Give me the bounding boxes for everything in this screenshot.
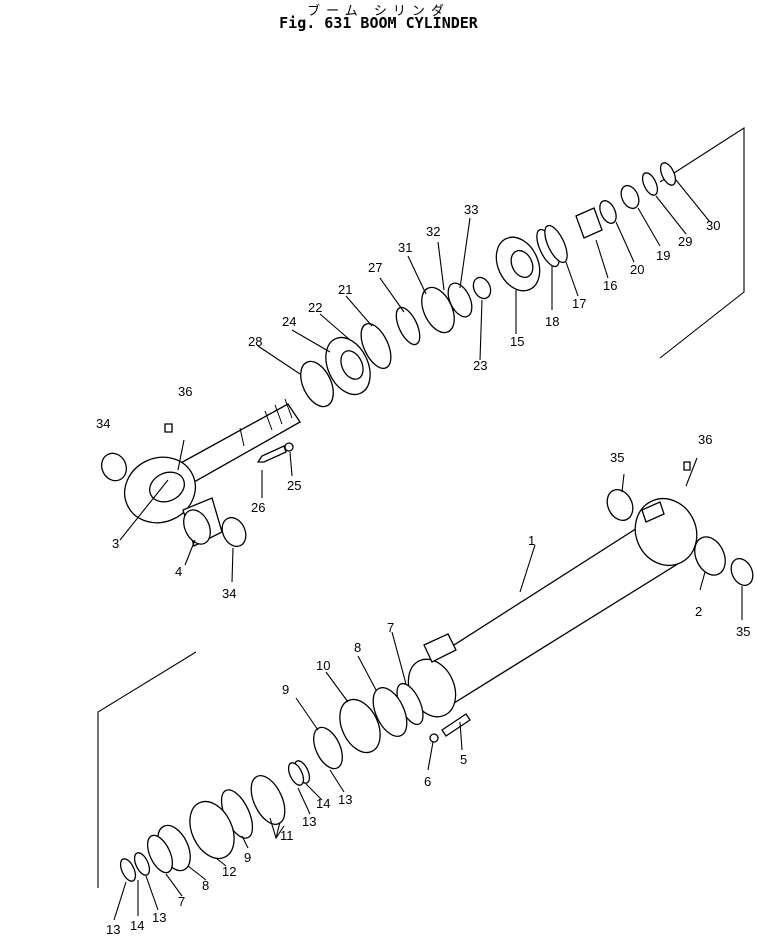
callout-16: 16 xyxy=(603,278,617,293)
callout-23: 23 xyxy=(473,358,487,373)
callout-13: 13 xyxy=(302,814,316,829)
callout-15: 15 xyxy=(510,334,524,349)
callout-34: 34 xyxy=(96,416,110,431)
grease-fitting xyxy=(164,423,173,433)
callout-26: 26 xyxy=(251,500,265,515)
callout-18: 18 xyxy=(545,314,559,329)
o-ring xyxy=(119,858,137,882)
callout-19: 19 xyxy=(656,248,670,263)
piston-nut-plate xyxy=(250,775,286,825)
callout-13: 13 xyxy=(152,910,166,925)
callout-28: 28 xyxy=(248,334,262,349)
callout-27: 27 xyxy=(368,260,382,275)
callout-34: 34 xyxy=(222,586,236,601)
leader-lines xyxy=(113,179,743,921)
buffer-ring xyxy=(599,200,617,224)
figure-title: Fig. 631 BOOM CYLINDER xyxy=(279,14,478,32)
dust-seal xyxy=(730,557,754,587)
dust-seal xyxy=(100,452,128,482)
callout-36: 36 xyxy=(178,384,192,399)
callout-1: 1 xyxy=(528,533,535,548)
callout-35: 35 xyxy=(610,450,624,465)
callout-25: 25 xyxy=(287,478,301,493)
callout-17: 17 xyxy=(572,296,586,311)
callout-11: 11 xyxy=(280,828,294,843)
callout-20: 20 xyxy=(630,262,644,277)
rod-packing xyxy=(620,184,640,210)
callout-24: 24 xyxy=(282,314,296,329)
callout-13: 13 xyxy=(106,922,120,937)
title-japanese: ブーム シリンダ xyxy=(307,4,450,19)
piston xyxy=(189,800,235,860)
bolt xyxy=(256,445,287,463)
collar xyxy=(575,207,603,239)
o-ring xyxy=(287,762,305,786)
o-ring xyxy=(659,162,677,186)
piston xyxy=(339,698,381,754)
callout-22: 22 xyxy=(308,300,322,315)
dust-seal xyxy=(606,488,634,522)
callout-2: 2 xyxy=(695,604,702,619)
piston-seal xyxy=(372,687,408,737)
callout-33: 33 xyxy=(464,202,478,217)
callout-21: 21 xyxy=(338,282,352,297)
callout-3: 3 xyxy=(112,536,119,551)
plate xyxy=(300,360,334,408)
cylinder-tube xyxy=(407,461,698,718)
washer xyxy=(429,733,439,743)
grease-fitting xyxy=(683,461,691,471)
rod-assembly xyxy=(124,398,301,524)
callout-12: 12 xyxy=(222,864,236,879)
callout-14: 14 xyxy=(130,918,144,933)
bottom-group-frame xyxy=(97,651,197,888)
retainer xyxy=(447,282,473,318)
callout-8: 8 xyxy=(354,640,361,655)
seal-ring xyxy=(360,323,392,369)
callout-9: 9 xyxy=(244,850,251,865)
callout-7: 7 xyxy=(387,620,394,635)
callout-31: 31 xyxy=(398,240,412,255)
callout-7: 7 xyxy=(178,894,185,909)
callout-9: 9 xyxy=(282,682,289,697)
wear-ring xyxy=(146,834,174,874)
callout-6: 6 xyxy=(424,774,431,789)
callout-36: 36 xyxy=(698,432,712,447)
bushing xyxy=(694,536,726,576)
callout-10: 10 xyxy=(316,658,330,673)
callout-35: 35 xyxy=(736,624,750,639)
o-ring xyxy=(313,726,343,770)
callout-13: 13 xyxy=(338,792,352,807)
callout-5: 5 xyxy=(460,752,467,767)
callout-4: 4 xyxy=(175,564,182,579)
callout-29: 29 xyxy=(678,234,692,249)
callout-14: 14 xyxy=(316,796,330,811)
washer xyxy=(284,442,294,452)
callout-30: 30 xyxy=(706,218,720,233)
backup-ring xyxy=(133,852,151,876)
dust-seal xyxy=(221,516,247,548)
callout-8: 8 xyxy=(202,878,209,893)
backup-ring xyxy=(641,172,659,196)
backup-ring xyxy=(544,224,568,264)
bolt xyxy=(441,713,471,737)
mounting-boss xyxy=(423,633,457,663)
o-ring xyxy=(395,306,421,346)
top-group-frame xyxy=(659,126,745,359)
callout-32: 32 xyxy=(426,224,440,239)
wiper xyxy=(472,276,492,300)
